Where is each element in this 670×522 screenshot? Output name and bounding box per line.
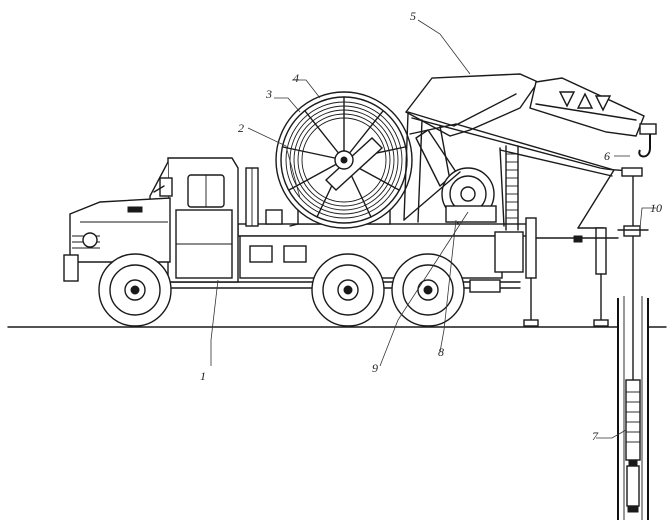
rear-wheel-1 [311,253,385,327]
well-casing [617,296,649,520]
callout-1: 1 [200,369,206,383]
truck-cab [63,157,283,283]
callout-5: 5 [410,9,416,23]
downhole-tool [625,174,641,513]
callout-8: 8 [438,345,444,359]
front-wheel [98,253,172,327]
leader-lines [210,19,656,439]
rear-wheel-2 [391,253,465,327]
tubing-reel [275,91,413,229]
wellhead [617,167,649,237]
ladder [505,145,519,231]
outriggers [523,217,609,327]
crane-boom [404,73,657,158]
callout-4: 4 [293,71,299,85]
callout-6: 6 [604,149,610,163]
callout-3: 3 [265,87,272,101]
callout-labels: 1 2 3 4 5 6 7 8 9 10 [200,9,662,443]
guide-pulley [441,167,497,223]
callout-9: 9 [372,361,378,375]
callout-10: 10 [650,201,662,215]
callout-2: 2 [238,121,244,135]
mast-structure [403,113,615,229]
callout-7: 7 [592,429,599,443]
